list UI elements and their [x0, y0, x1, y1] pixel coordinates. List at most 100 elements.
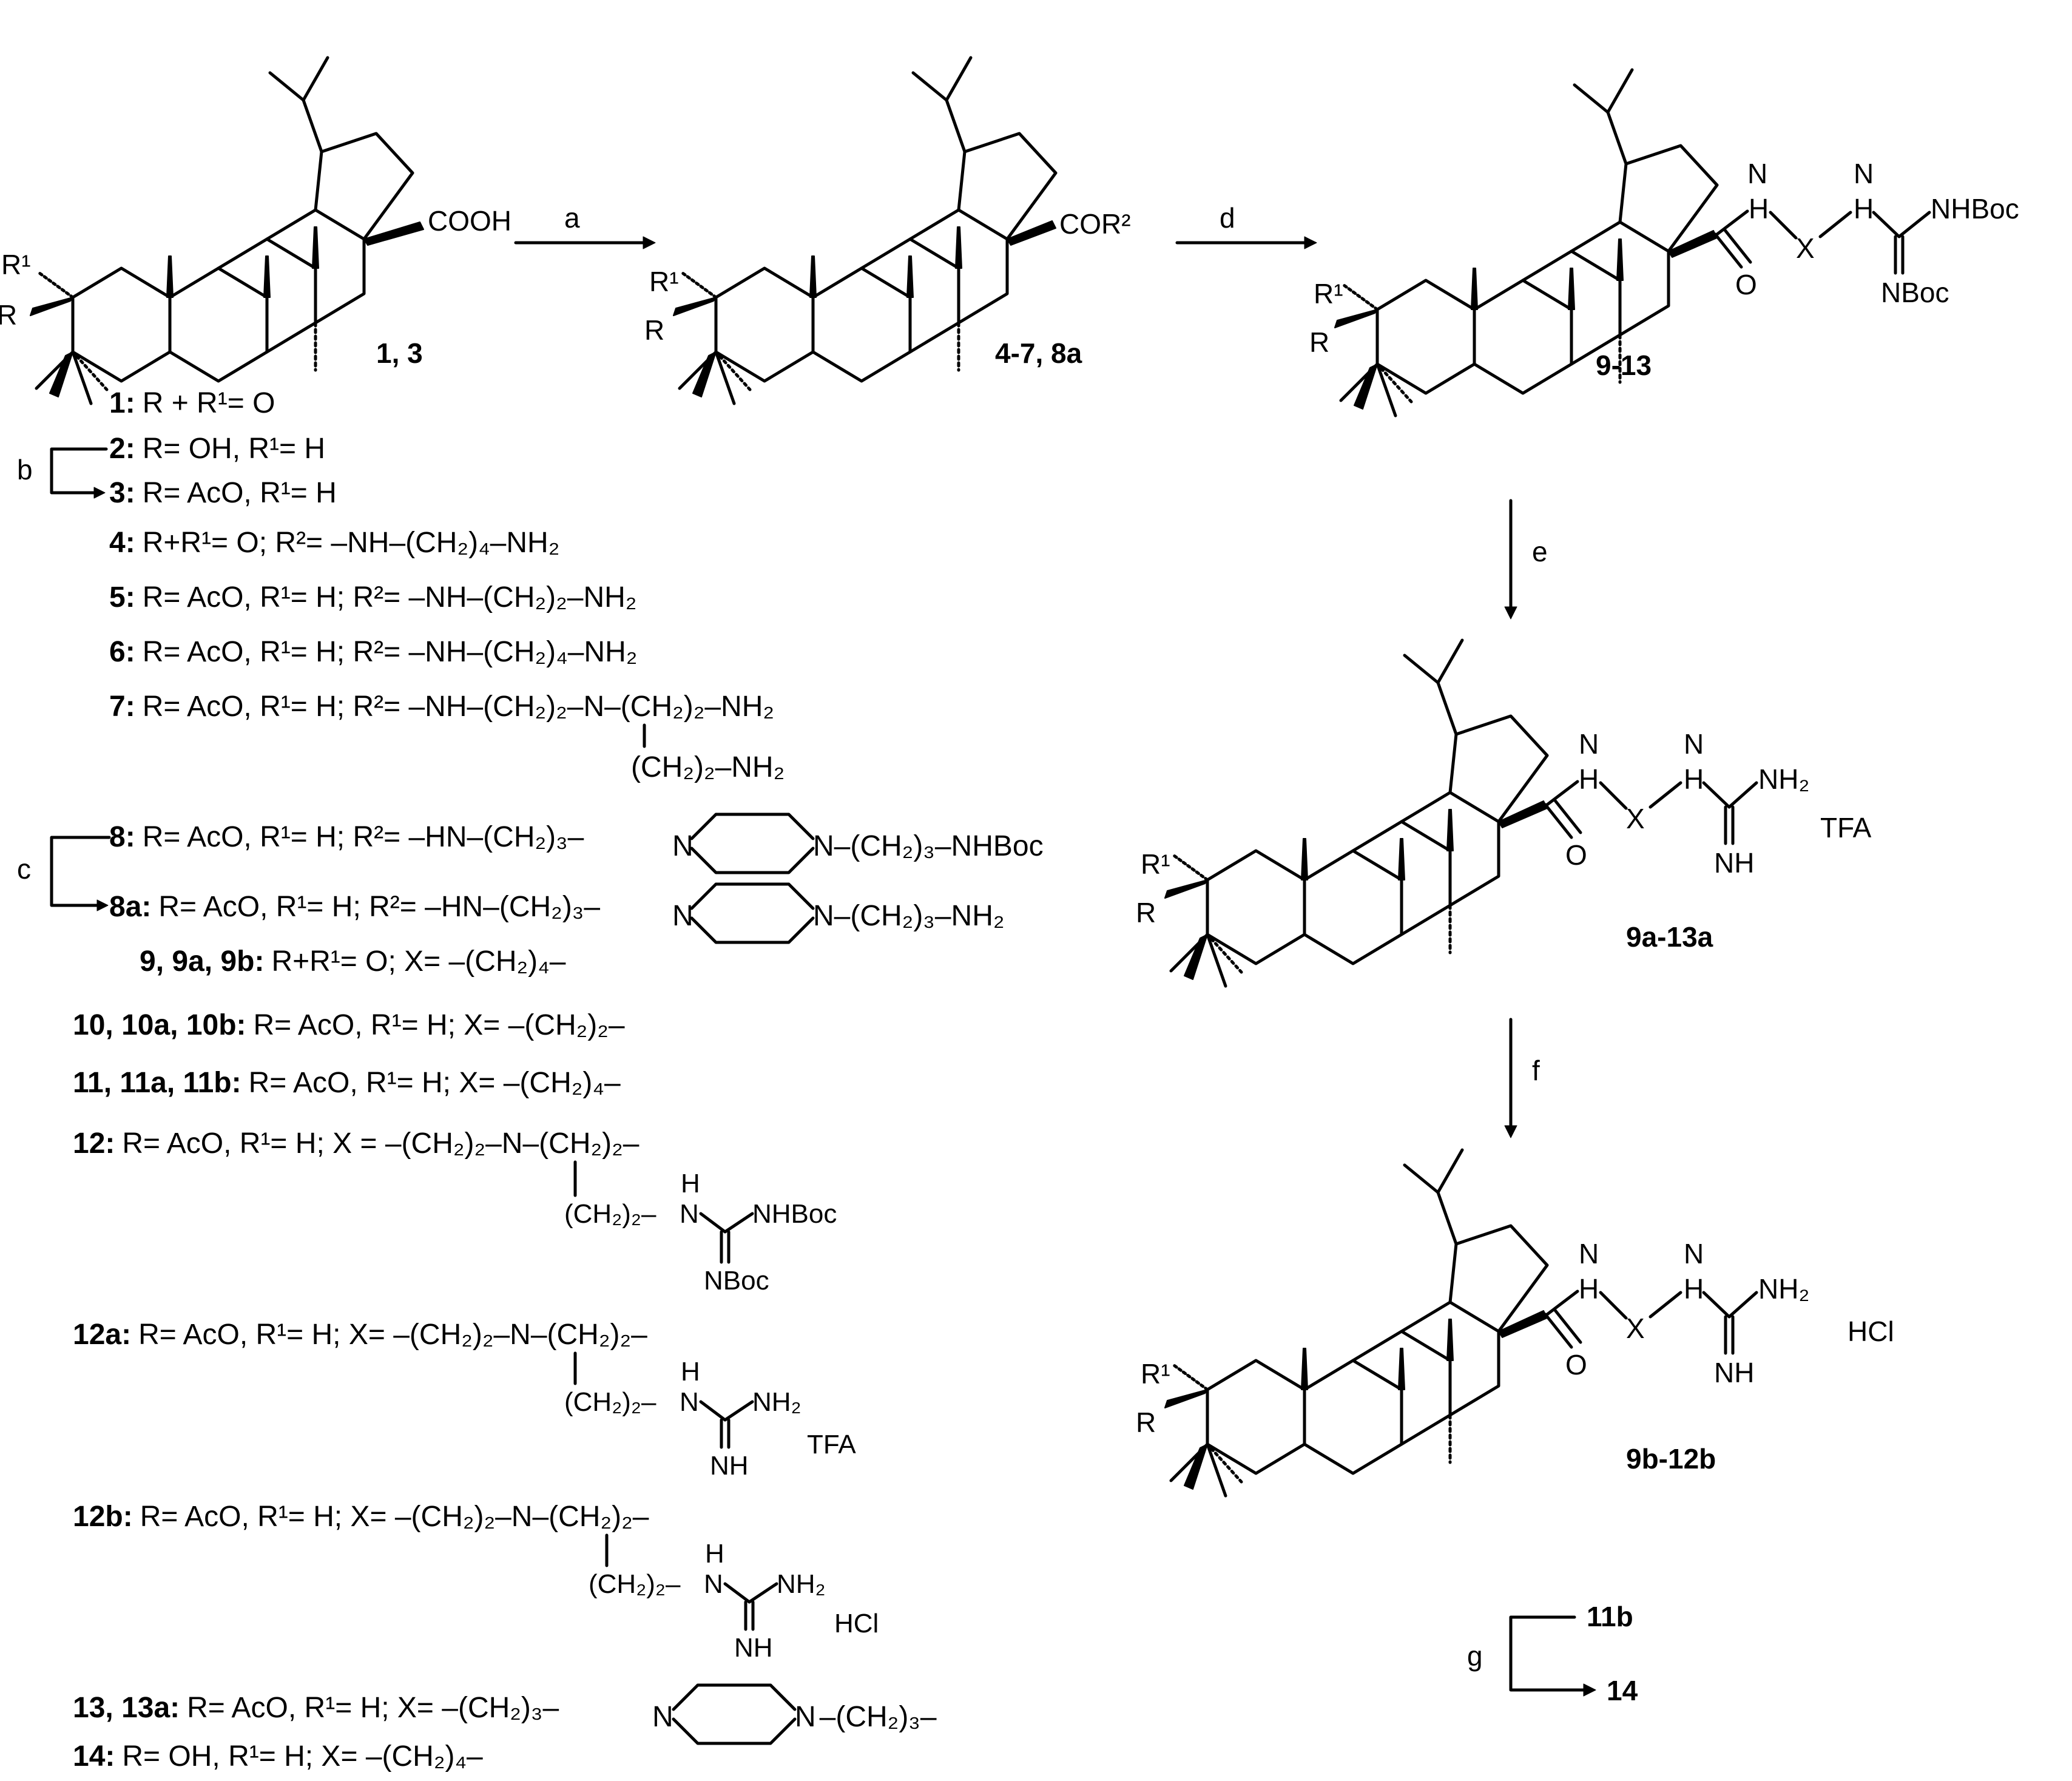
n-label: N	[680, 1387, 699, 1417]
o-label: O	[1565, 839, 1587, 871]
n-label: N	[1684, 1238, 1704, 1269]
n-label: N	[1579, 728, 1599, 760]
nh-label: NH	[1714, 847, 1754, 879]
nboc-label: NBoc	[1881, 277, 1949, 308]
nh2-label: NH₂	[777, 1569, 826, 1599]
structure-9b-12b: O H N X H N NH₂ NH HCl R¹ R	[1136, 1150, 1894, 1496]
piperazine-ring	[672, 1683, 797, 1745]
o-label: O	[1735, 269, 1757, 300]
legend-row-8-tail: N–(CH₂)₃–NHBoc	[813, 830, 1044, 862]
step-d-label: d	[1220, 202, 1235, 234]
arrow-b	[50, 447, 108, 495]
h-label: H	[705, 1539, 724, 1569]
legend-row-8: 8:R= AcO, R¹= H; R²= –HN–(CH₂)₃–	[109, 821, 584, 853]
r1-label: R¹	[1141, 1358, 1170, 1390]
nh-label: NH	[710, 1451, 749, 1481]
h-label: H	[1579, 763, 1599, 795]
legend-row-5: 5:R= AcO, R¹= H; R²= –NH–(CH₂)₂–NH₂	[109, 581, 636, 613]
n-label: N	[672, 830, 693, 862]
compound-label-4-8a: 4-7, 8a	[995, 337, 1082, 369]
o-label: O	[1565, 1349, 1587, 1381]
r-label: R	[0, 299, 17, 331]
cor2-label: COR²	[1059, 208, 1131, 240]
legend-row-7-branch: (CH₂)₂–NH₂	[631, 751, 785, 783]
compound-label-9a-13a: 9a-13a	[1626, 921, 1713, 953]
compound-label-9-13: 9-13	[1596, 350, 1652, 381]
legend-row-11: 11, 11a, 11b:R= AcO, R¹= H; X= –(CH₂)₄–	[73, 1067, 621, 1099]
structure-1-3: COOH R¹ R	[0, 58, 511, 404]
arrow-c	[50, 836, 111, 907]
legend-row-8a-tail: N–(CH₂)₃–NH₂	[813, 900, 1005, 932]
x-label: X	[1626, 803, 1645, 834]
r1-label: R¹	[649, 266, 679, 297]
legend-row-3: 3:R= AcO, R¹= H	[109, 477, 337, 509]
r-label: R	[1136, 1407, 1156, 1438]
hcl-label: HCl	[834, 1609, 879, 1638]
x-label: X	[1796, 232, 1815, 264]
r1-label: R¹	[1, 249, 31, 280]
nhboc-label: NHBoc	[1931, 193, 2019, 225]
tfa-label: TFA	[807, 1430, 856, 1459]
step-g-label: g	[1467, 1640, 1483, 1672]
compound-label-11b: 11b	[1587, 1601, 1633, 1632]
nhboc-label: NHBoc	[752, 1199, 837, 1229]
arrow-g	[1509, 1615, 1585, 1692]
tfa-label: TFA	[1820, 812, 1872, 843]
n-label: N	[652, 1701, 673, 1733]
compound-label-1-3: 1, 3	[376, 337, 423, 369]
n-label: N	[672, 900, 693, 932]
legend-row-14: 14:R= OH, R¹= H; X= –(CH₂)₄–	[73, 1740, 483, 1773]
h-label: H	[681, 1169, 700, 1198]
h-label: H	[681, 1357, 700, 1387]
compound-label-9b-12b: 9b-12b	[1626, 1443, 1716, 1475]
nh-label: NH	[1714, 1357, 1754, 1388]
legend-row-12b: 12b:R= AcO, R¹= H; X= –(CH₂)₂–N–(CH₂)₂–	[73, 1501, 649, 1533]
nh-label: NH	[734, 1633, 773, 1663]
step-f-label: f	[1532, 1055, 1540, 1086]
sub-chain: (CH₂)₂–	[564, 1199, 656, 1229]
structure-9-13: O H N X H N NHBoc NBoc R¹ R	[1309, 70, 2019, 416]
step-a-label: a	[564, 202, 580, 234]
legend-row-10: 10, 10a, 10b:R= AcO, R¹= H; X= –(CH₂)₂–	[73, 1009, 625, 1041]
legend-row-2: 2:R= OH, R¹= H	[109, 433, 325, 465]
legend-row-8a: 8a:R= AcO, R¹= H; R²= –HN–(CH₂)₃–	[109, 891, 600, 923]
step-e-label: e	[1532, 536, 1548, 567]
legend-row-13-tail: N–(CH₂)₃–	[795, 1701, 937, 1733]
legend-row-4: 4:R+R¹= O; R²= –NH–(CH₂)₄–NH₂	[109, 527, 559, 559]
r-label: R	[644, 314, 664, 346]
r1-label: R¹	[1141, 848, 1170, 880]
n-label: N	[1747, 158, 1767, 189]
piperazine-ring	[690, 882, 815, 944]
legend: 1:R + R¹= O 2:R= OH, R¹= H 3:R= AcO, R¹=…	[73, 387, 1044, 1773]
x-label: X	[1626, 1313, 1645, 1344]
legend-row-13: 13, 13a:R= AcO, R¹= H; X= –(CH₂)₃–	[73, 1692, 559, 1724]
r1-label: R¹	[1314, 278, 1343, 309]
legend-row-6: 6:R= AcO, R¹= H; R²= –NH–(CH₂)₄–NH₂	[109, 636, 637, 668]
sub-chain: (CH₂)₂–	[589, 1569, 681, 1599]
legend-row-12: 12:R= AcO, R¹= H; X = –(CH₂)₂–N–(CH₂)₂–	[73, 1127, 639, 1160]
legend-row-9: 9, 9a, 9b:R+R¹= O; X= –(CH₂)₄–	[140, 945, 566, 978]
nh2-label: NH₂	[1758, 763, 1809, 795]
step-b-label: b	[17, 454, 33, 485]
h-label: H	[1684, 763, 1704, 795]
r-label: R	[1309, 326, 1329, 358]
h-label: H	[1854, 193, 1874, 225]
legend-row-1: 1:R + R¹= O	[109, 387, 275, 419]
nboc-label: NBoc	[704, 1266, 769, 1296]
hcl-label: HCl	[1848, 1316, 1894, 1347]
n-label: N	[1684, 728, 1704, 760]
n-label: N	[1854, 158, 1874, 189]
n-label: N	[704, 1569, 723, 1599]
n-label: N	[680, 1199, 699, 1229]
n-label: N	[1579, 1238, 1599, 1269]
structure-9a-13a: O H N X H N NH₂ NH TFA R¹ R	[1136, 640, 1872, 986]
r-label: R	[1136, 897, 1156, 928]
step-c-label: c	[17, 853, 31, 885]
legend-row-12a: 12a:R= AcO, R¹= H; X= –(CH₂)₂–N–(CH₂)₂–	[73, 1319, 647, 1351]
legend-row-7: 7:R= AcO, R¹= H; R²= –NH–(CH₂)₂–N–(CH₂)₂…	[109, 691, 774, 723]
structure-4-8a: COR² R¹ R	[644, 58, 1131, 404]
cooh-label: COOH	[428, 205, 511, 237]
nh2-label: NH₂	[752, 1387, 801, 1417]
piperazine-ring	[690, 813, 815, 874]
